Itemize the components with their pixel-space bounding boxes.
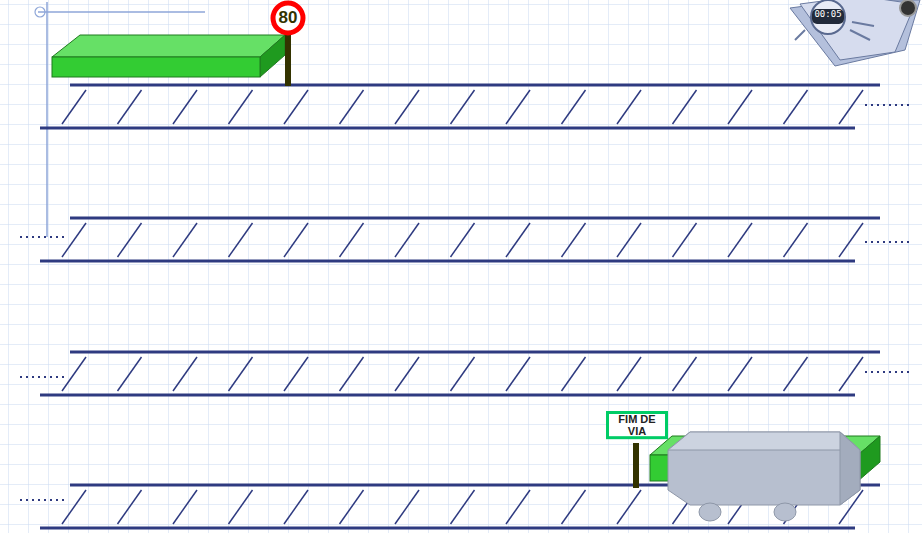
road-edge bbox=[40, 394, 855, 397]
road-hatch bbox=[173, 90, 197, 124]
sign-text: 80 bbox=[271, 1, 305, 35]
road-hatch bbox=[451, 490, 475, 524]
sign-text: FIM DE VIA bbox=[609, 413, 665, 437]
road-hatch bbox=[173, 357, 197, 391]
road-hatch bbox=[340, 90, 364, 124]
timer-display: 00:05 bbox=[812, 9, 844, 19]
road-edge bbox=[40, 127, 855, 130]
continuation-dots bbox=[865, 104, 909, 106]
road-hatch bbox=[673, 223, 697, 257]
continuation-dots bbox=[865, 371, 909, 373]
road-hatch bbox=[229, 490, 253, 524]
road-hatch bbox=[784, 90, 808, 124]
frame-line bbox=[38, 11, 205, 13]
road-hatch bbox=[839, 357, 863, 391]
road-hatch bbox=[173, 223, 197, 257]
road-hatch bbox=[118, 490, 142, 524]
road-edge bbox=[40, 260, 855, 263]
road-hatch bbox=[451, 90, 475, 124]
road-edge bbox=[40, 527, 855, 530]
road-hatch bbox=[340, 490, 364, 524]
road-hatch bbox=[562, 357, 586, 391]
continuation-dots bbox=[20, 376, 64, 378]
road-hatch bbox=[62, 223, 86, 257]
road-edge bbox=[70, 84, 880, 87]
road-hatch bbox=[395, 490, 419, 524]
sign-post bbox=[633, 443, 639, 488]
road-hatch bbox=[562, 90, 586, 124]
road-hatch bbox=[118, 357, 142, 391]
road-hatch bbox=[62, 357, 86, 391]
continuation-dots bbox=[865, 241, 909, 243]
road-hatch bbox=[229, 357, 253, 391]
road-hatch bbox=[284, 357, 308, 391]
road-hatch bbox=[839, 90, 863, 124]
road-hatch bbox=[673, 90, 697, 124]
road-hatch bbox=[229, 223, 253, 257]
road-hatch bbox=[451, 357, 475, 391]
road-hatch bbox=[62, 90, 86, 124]
road-hatch bbox=[506, 490, 530, 524]
road-hatch bbox=[506, 223, 530, 257]
road-hatch bbox=[340, 357, 364, 391]
road-hatch bbox=[728, 357, 752, 391]
road-hatch bbox=[506, 357, 530, 391]
road-edge bbox=[70, 217, 880, 220]
road-hatch bbox=[229, 90, 253, 124]
road-hatch bbox=[784, 357, 808, 391]
road-hatch bbox=[617, 490, 641, 524]
continuation-dots bbox=[20, 499, 64, 501]
stopwatch-icon bbox=[790, 0, 920, 66]
road-hatch bbox=[617, 357, 641, 391]
truck-shape bbox=[668, 432, 860, 521]
road-group bbox=[20, 85, 909, 528]
road-hatch bbox=[451, 223, 475, 257]
road-hatch bbox=[784, 223, 808, 257]
frame-dot bbox=[35, 7, 45, 17]
road-hatch bbox=[562, 223, 586, 257]
road-hatch bbox=[617, 223, 641, 257]
road-hatch bbox=[395, 357, 419, 391]
end-of-road-sign: FIM DE VIA bbox=[606, 411, 668, 439]
road-hatch bbox=[118, 90, 142, 124]
road-hatch bbox=[562, 490, 586, 524]
road-hatch bbox=[617, 90, 641, 124]
road-hatch bbox=[839, 223, 863, 257]
road-hatch bbox=[62, 490, 86, 524]
road-hatch bbox=[284, 490, 308, 524]
road-hatch bbox=[728, 90, 752, 124]
continuation-dots bbox=[20, 236, 64, 238]
road-hatch bbox=[395, 223, 419, 257]
road-hatch bbox=[506, 90, 530, 124]
speed-limit-sign: 80 bbox=[271, 1, 305, 35]
road-hatch bbox=[118, 223, 142, 257]
road-hatch bbox=[728, 223, 752, 257]
road-hatch bbox=[284, 90, 308, 124]
road-edge bbox=[70, 351, 880, 354]
road-hatch bbox=[673, 357, 697, 391]
sign-post bbox=[285, 32, 291, 86]
road-hatch bbox=[395, 90, 419, 124]
road-hatch bbox=[284, 223, 308, 257]
road-hatch bbox=[340, 223, 364, 257]
road-hatch bbox=[173, 490, 197, 524]
green-block bbox=[52, 35, 285, 77]
frame-line bbox=[46, 2, 48, 237]
